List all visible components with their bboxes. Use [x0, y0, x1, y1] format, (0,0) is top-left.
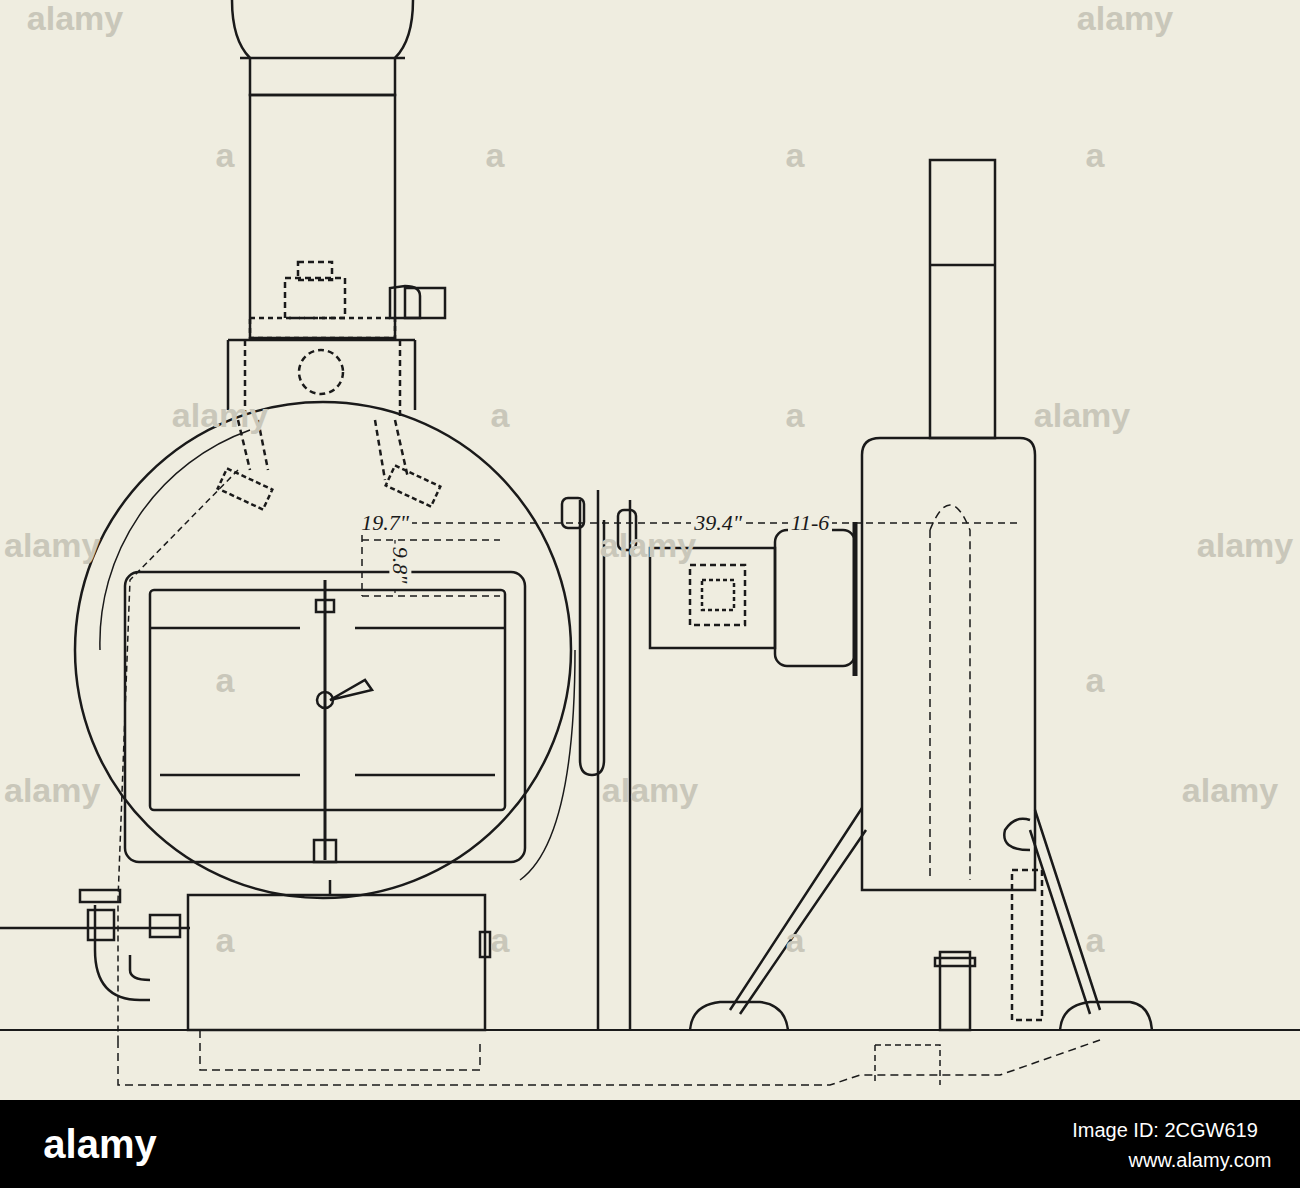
watermark-letter: a — [216, 923, 235, 957]
watermark: alamy — [1197, 528, 1293, 562]
watermark-letter: a — [786, 923, 805, 957]
watermark-letter: a — [491, 923, 510, 957]
watermark: alamy — [600, 528, 696, 562]
watermark-letter: a — [1086, 663, 1105, 697]
watermark-letter: a — [491, 398, 510, 432]
site-url: www.alamy.com — [1129, 1150, 1272, 1170]
watermark: alamy — [4, 528, 100, 562]
image-id: Image ID: 2CGW619 — [1072, 1120, 1258, 1140]
watermark: alamy — [602, 773, 698, 807]
watermark-letter: a — [1086, 138, 1105, 172]
watermark-letter: a — [216, 663, 235, 697]
watermark-letter: a — [216, 138, 235, 172]
watermark: alamy — [27, 1, 123, 35]
watermark: alamy — [1034, 398, 1130, 432]
dimension-label: 39.4" — [691, 512, 745, 534]
dimension-label: 19.7" — [358, 512, 412, 534]
watermark: alamy — [4, 773, 100, 807]
watermark-letter: a — [486, 138, 505, 172]
dimension-label: 9.8" — [389, 544, 411, 587]
watermark: alamy — [172, 398, 268, 432]
watermark-letter: a — [786, 138, 805, 172]
footer-bar — [0, 1100, 1300, 1188]
footer-logo: alamy — [43, 1124, 156, 1164]
watermark-letter: a — [1086, 923, 1105, 957]
dimension-label: 11-6 — [788, 512, 833, 534]
watermark: alamy — [1182, 773, 1278, 807]
watermark-letter: a — [786, 398, 805, 432]
watermark: alamy — [1077, 1, 1173, 35]
